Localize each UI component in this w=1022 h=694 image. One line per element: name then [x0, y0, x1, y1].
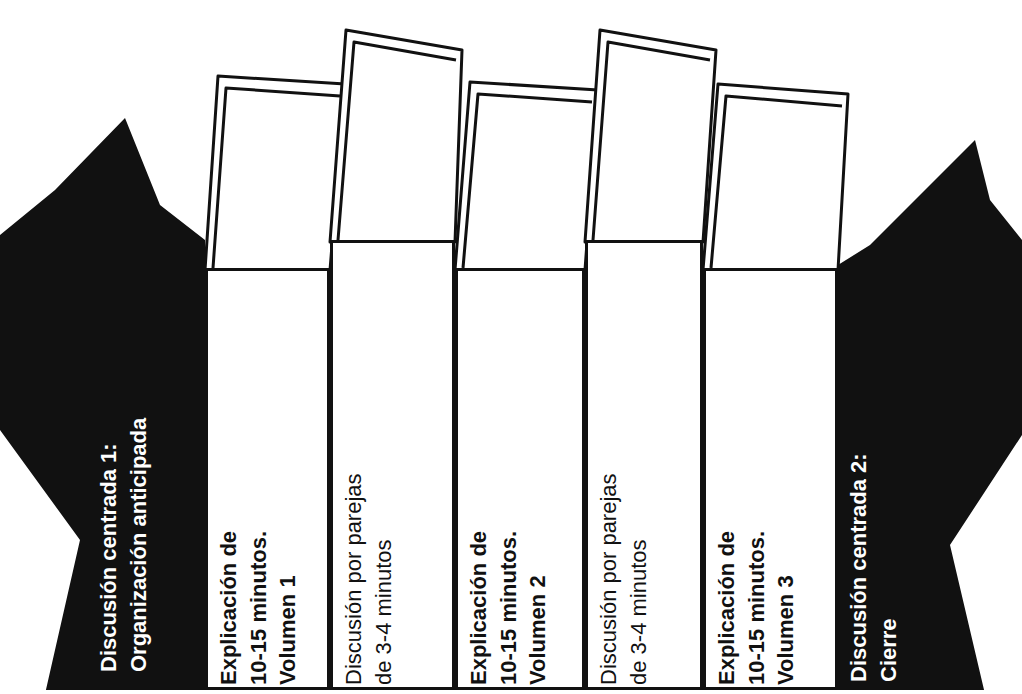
spine-text: Discusión centrada 2: Cierre: [844, 434, 903, 682]
spine-text: Discusión centrada 1: Organización antic…: [94, 364, 153, 672]
book-pages: [711, 96, 842, 268]
spine-label: Discusión por parejas de 3-4 minutos: [333, 453, 458, 693]
book-pages: [338, 42, 456, 240]
bookend-shape: [0, 118, 205, 690]
book-spine: Explicación de 10-15 minutos. Volumen 2: [455, 268, 585, 690]
book-spine: Discusión por parejas de 3-4 minutos: [585, 240, 703, 690]
spine-label: Discusión centrada 2: Cierre: [838, 430, 948, 690]
spine-label: Explicación de 10-15 minutos. Volumen 3: [706, 503, 841, 693]
book-spine: Discusión por parejas de 3-4 minutos: [330, 240, 455, 690]
spine-text: Discusión por parejas de 3-4 minutos: [594, 457, 653, 685]
bookend: Discusión centrada 2: Cierre: [838, 135, 1022, 690]
book-pages: [593, 42, 710, 240]
spine-label: Discusión por parejas de 3-4 minutos: [588, 453, 706, 693]
book-cover: [205, 76, 345, 270]
spine-label: Explicación de 10-15 minutos. Volumen 2: [458, 503, 588, 693]
spine-text: Explicación de 10-15 minutos. Volumen 3: [712, 507, 801, 685]
book-spine: Explicación de 10-15 minutos. Volumen 1: [205, 268, 330, 690]
book-cover: [703, 84, 848, 270]
book-pages: [463, 94, 592, 268]
spine-text: Explicación de 10-15 minutos. Volumen 1: [214, 507, 303, 685]
bookend-shape: [838, 140, 1022, 690]
spine-label: Discusión centrada 1: Organización antic…: [88, 360, 205, 680]
bookend: Discusión centrada 1: Organización antic…: [0, 115, 205, 690]
book-cover: [455, 82, 598, 270]
spine-text: Discusión por parejas de 3-4 minutos: [339, 457, 398, 685]
book-cover: [330, 30, 462, 242]
spine-label: Explicación de 10-15 minutos. Volumen 1: [208, 503, 333, 693]
book-pages: [213, 88, 340, 268]
book-spine: Explicación de 10-15 minutos. Volumen 3: [703, 268, 838, 690]
spine-text: Explicación de 10-15 minutos. Volumen 2: [464, 507, 553, 685]
book-cover: [585, 30, 716, 242]
